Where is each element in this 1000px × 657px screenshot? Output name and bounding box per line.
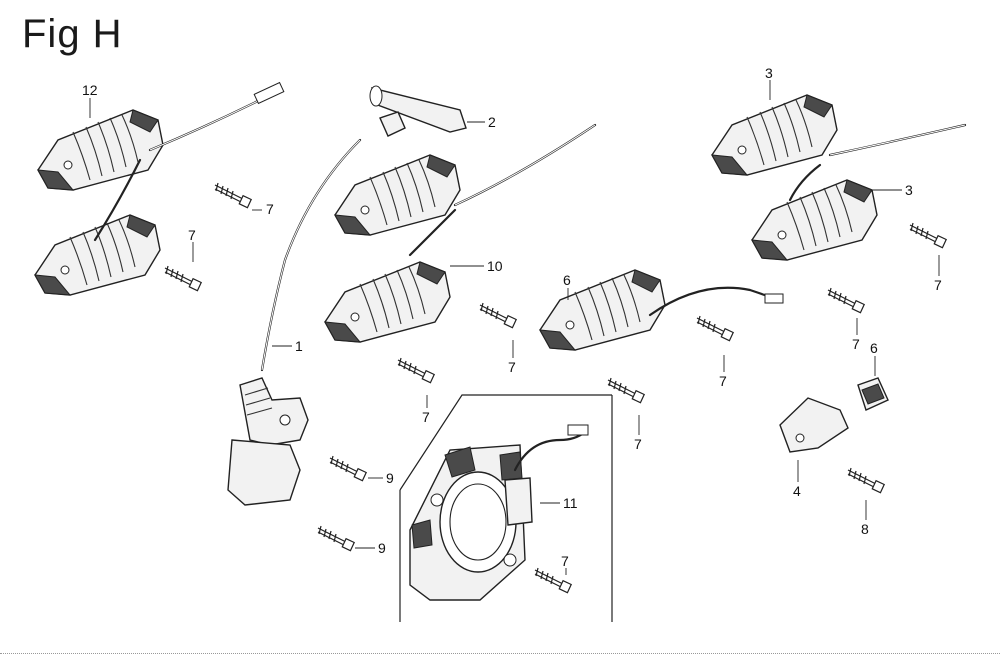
part-6-coil [539,269,666,351]
label-7-c: 7 [508,359,516,375]
label-7-h: 7 [852,336,860,352]
bolt-7-b [164,265,202,292]
label-7-e: 7 [719,373,727,389]
label-7-b: 7 [188,227,196,243]
part-6-wire [648,286,780,317]
bolt-7-e [696,315,734,342]
bolt-7-g [909,222,947,249]
bolt-8 [847,467,885,494]
bolt-7-h [827,287,865,314]
part-1-ignition-coil [227,377,309,506]
figure-title: Fig H [22,12,123,56]
label-2: 2 [488,114,496,130]
part-4-bracket [779,397,849,453]
label-1: 1 [295,338,303,354]
label-7-d: 7 [422,409,430,425]
label-9-b: 9 [378,540,386,556]
part-12-wire [148,93,272,152]
label-12: 12 [82,82,98,98]
label-4: 4 [793,483,801,499]
part-12-coil-upper [37,109,164,191]
label-7-a: 7 [266,201,274,217]
label-8: 8 [861,521,869,537]
bolt-7-a [214,182,252,209]
part-6-block [857,377,889,411]
center-top-wire [453,123,597,207]
part-11-stator [409,444,533,601]
label-3-lower: 3 [905,182,913,198]
bolt-7-f [607,377,645,404]
label-9-a: 9 [386,470,394,486]
bolt-9-a [329,455,367,482]
label-6-center: 6 [563,272,571,288]
label-7-f: 7 [634,436,642,452]
label-6-right: 6 [870,340,878,356]
part-3-coil-lower [751,179,878,261]
bottom-dotted-border [0,653,1000,654]
part-10-coil [324,261,451,343]
label-10: 10 [487,258,503,274]
part-3-coil-upper [711,94,838,176]
part-2-plug-cap [369,85,467,137]
bolt-9-b [317,525,355,552]
part-11-frame [399,394,613,622]
bolt-7-d [397,357,435,384]
label-7-i: 7 [561,553,569,569]
label-3-upper: 3 [765,65,773,81]
bolt-7-c [479,302,517,329]
label-7-g: 7 [934,277,942,293]
part-12-connector [253,81,285,105]
part-11-wire [513,430,587,472]
part-12-coil-lower [34,214,161,296]
leader-lines [89,80,940,575]
label-11: 11 [563,495,578,511]
